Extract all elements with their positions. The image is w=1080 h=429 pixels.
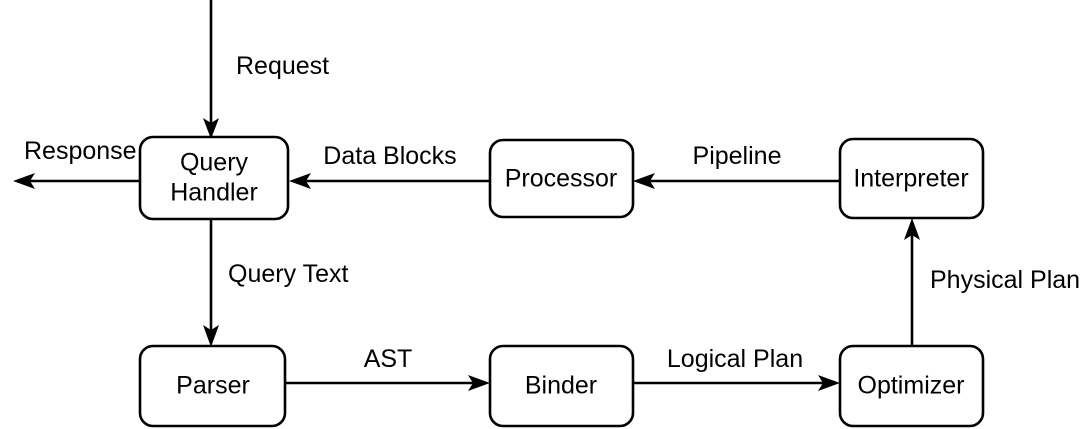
- node-optimizer[interactable]: Optimizer: [838, 344, 985, 428]
- node-binder-box[interactable]: [488, 344, 635, 428]
- edge-query-text: Query Text: [203, 218, 348, 347]
- edge-request: Request: [203, 0, 329, 139]
- edge-request-label: Request: [236, 52, 329, 80]
- node-parser-box[interactable]: [138, 344, 287, 428]
- node-query-handler-box[interactable]: [138, 135, 290, 221]
- edge-pipeline-label: Pipeline: [693, 142, 782, 170]
- node-processor-box[interactable]: [488, 138, 635, 219]
- edge-logical-plan: Logical Plan: [633, 345, 840, 391]
- edge-ast-label: AST: [364, 345, 413, 373]
- node-interpreter-box[interactable]: [838, 137, 985, 220]
- edge-physical-plan-arrowhead: [904, 218, 920, 240]
- node-processor-label: Processor: [505, 165, 618, 193]
- node-query-handler[interactable]: Query Handler: [138, 135, 290, 221]
- edge-physical-plan-label: Physical Plan: [930, 266, 1080, 294]
- node-optimizer-box[interactable]: [838, 344, 985, 428]
- edge-response-label: Response: [24, 137, 137, 165]
- edge-pipeline: Pipeline: [633, 142, 840, 189]
- node-binder-label: Binder: [525, 372, 597, 400]
- edge-data-blocks: Data Blocks: [289, 142, 490, 189]
- node-query-handler-label-line1: Query: [180, 149, 249, 177]
- edge-logical-plan-arrowhead: [818, 375, 840, 391]
- edge-response: Response: [13, 137, 140, 189]
- edge-data-blocks-arrowhead: [289, 173, 311, 189]
- node-interpreter-label: Interpreter: [853, 165, 968, 193]
- edge-logical-plan-label: Logical Plan: [667, 345, 803, 373]
- node-optimizer-label: Optimizer: [858, 372, 965, 400]
- node-parser-label: Parser: [176, 372, 250, 400]
- node-processor[interactable]: Processor: [488, 138, 635, 219]
- edge-query-text-label: Query Text: [228, 260, 348, 288]
- edge-request-arrowhead: [203, 118, 219, 139]
- edge-physical-plan: Physical Plan: [904, 218, 1080, 346]
- node-query-handler-label-line2: Handler: [170, 179, 258, 207]
- node-binder[interactable]: Binder: [488, 344, 635, 428]
- edge-ast-arrowhead: [468, 375, 490, 391]
- edge-response-arrowhead: [13, 173, 35, 189]
- edge-query-text-arrowhead: [203, 325, 219, 347]
- edge-pipeline-arrowhead: [633, 173, 655, 189]
- node-interpreter[interactable]: Interpreter: [838, 137, 985, 220]
- node-parser[interactable]: Parser: [138, 344, 287, 428]
- edge-data-blocks-label: Data Blocks: [323, 142, 456, 170]
- edge-ast: AST: [285, 345, 490, 391]
